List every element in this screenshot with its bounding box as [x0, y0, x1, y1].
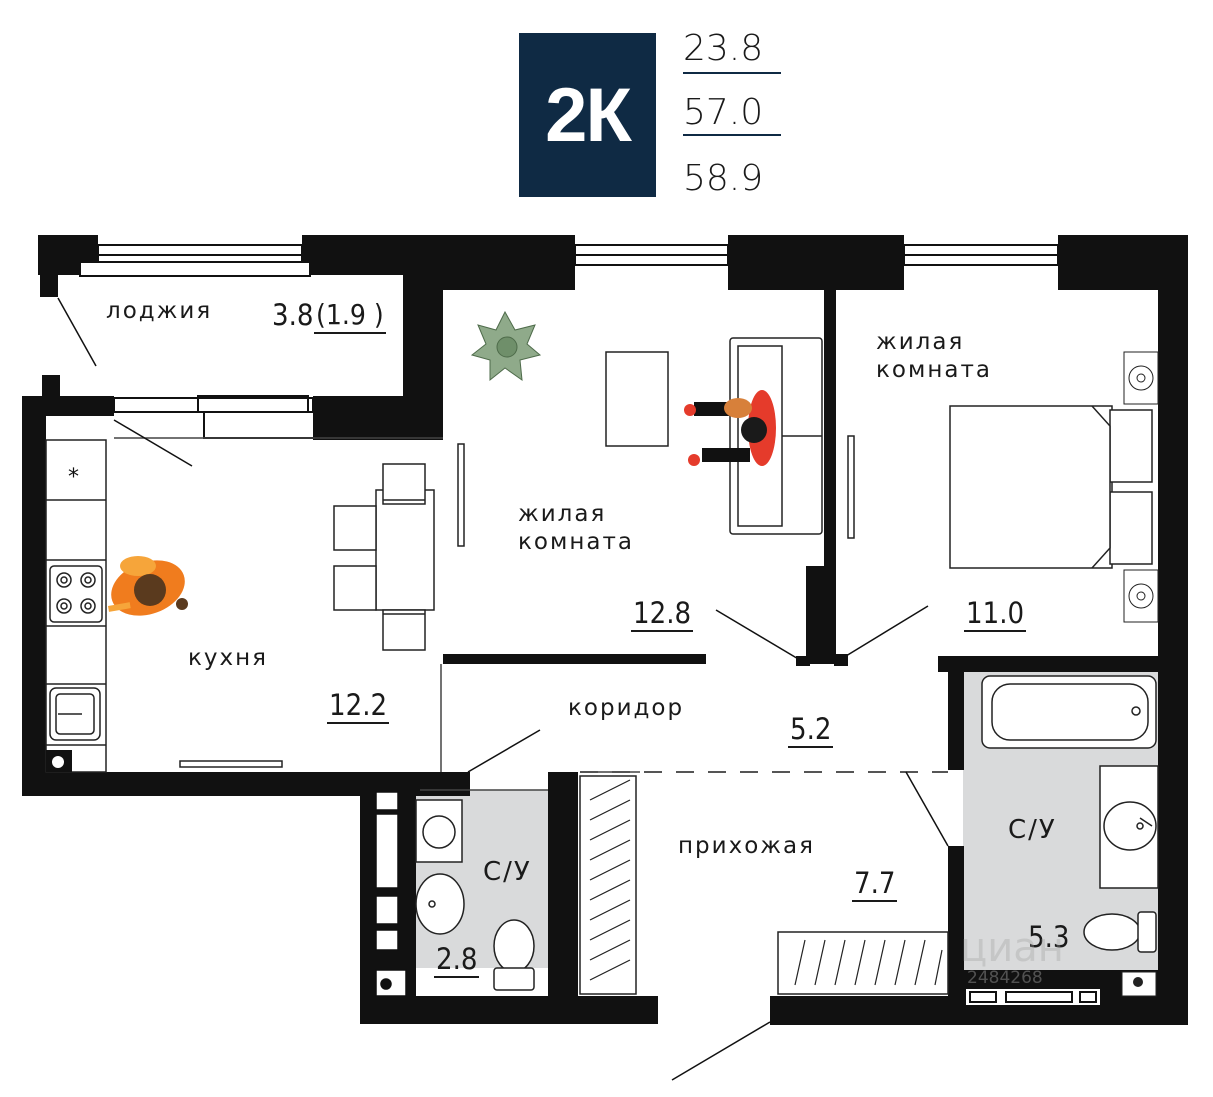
washing-machine-icon	[415, 799, 463, 863]
apartment-type-badge: 2К	[519, 33, 656, 197]
living-room-1-area: 12.8	[631, 596, 694, 632]
windows	[79, 244, 1059, 439]
wardrobe-hangers	[589, 779, 943, 986]
person-sofa-icon	[684, 390, 776, 466]
sink-large-icon	[1099, 765, 1159, 889]
person-icon	[107, 556, 188, 616]
living-room-2-area: 11.0	[964, 596, 1027, 632]
wardrobe-door-1	[457, 443, 465, 547]
living-room-1-label-line1: жилая	[518, 501, 607, 527]
coffee-table	[605, 351, 669, 447]
total-area-value: 57.0	[683, 92, 764, 133]
bathtub	[981, 675, 1157, 749]
hallway-label: прихожая	[678, 833, 815, 859]
living-room-2-label-line1: жилая	[876, 329, 965, 355]
plant-icon	[470, 310, 542, 382]
living-room-1-label: жилая комната	[518, 500, 634, 556]
sink-small-icon	[415, 873, 465, 935]
floor-drain-icon	[1121, 971, 1157, 997]
loggia-label: лоджия	[106, 298, 213, 324]
loggia-area-reduced: (1.9 )	[314, 298, 386, 334]
radiator-icon	[964, 987, 1102, 1007]
watermark-id: 2484268	[967, 968, 1043, 988]
sink-icon	[49, 687, 101, 741]
living-area-value: 23.8	[683, 28, 764, 69]
bathroom-large-area: 5.3	[1028, 920, 1070, 954]
corridor-area: 5.2	[788, 712, 834, 748]
living-room-1-label-line2: комната	[518, 529, 634, 555]
kitchen-area: 12.2	[327, 688, 390, 724]
total-area-underline	[683, 134, 781, 136]
bedside-lamp-icon	[1123, 351, 1159, 623]
area-with-balcony-value: 58.9	[683, 158, 764, 199]
bathroom-small-area: 2.8	[434, 942, 480, 978]
toilet-small-icon	[493, 919, 535, 991]
bed	[949, 405, 1153, 569]
walls	[22, 235, 1188, 1025]
toilet-large-icon	[1083, 911, 1157, 953]
stove-icon	[49, 565, 103, 623]
hallway-area: 7.7	[852, 866, 898, 902]
living-area-underline	[683, 72, 781, 74]
dining-table	[333, 463, 435, 651]
bathroom-large-label: С/У	[1008, 815, 1057, 845]
corridor-label: коридор	[568, 695, 685, 721]
bathroom-small-label: С/У	[483, 857, 532, 887]
door-swings	[57, 297, 949, 1081]
wardrobe-door-2	[847, 435, 855, 539]
fridge-icon: *	[68, 465, 79, 490]
dishwasher-icon	[46, 750, 72, 772]
kitchen-label: кухня	[188, 645, 268, 671]
ventilation-shaft	[375, 791, 407, 997]
living-room-2-label-line2: комната	[876, 357, 992, 383]
watermark-brand: циан	[960, 925, 1064, 971]
loggia-area: 3.8	[272, 298, 314, 332]
kitchen-counter	[45, 439, 107, 773]
living-room-2-label: жилая комната	[876, 328, 992, 384]
